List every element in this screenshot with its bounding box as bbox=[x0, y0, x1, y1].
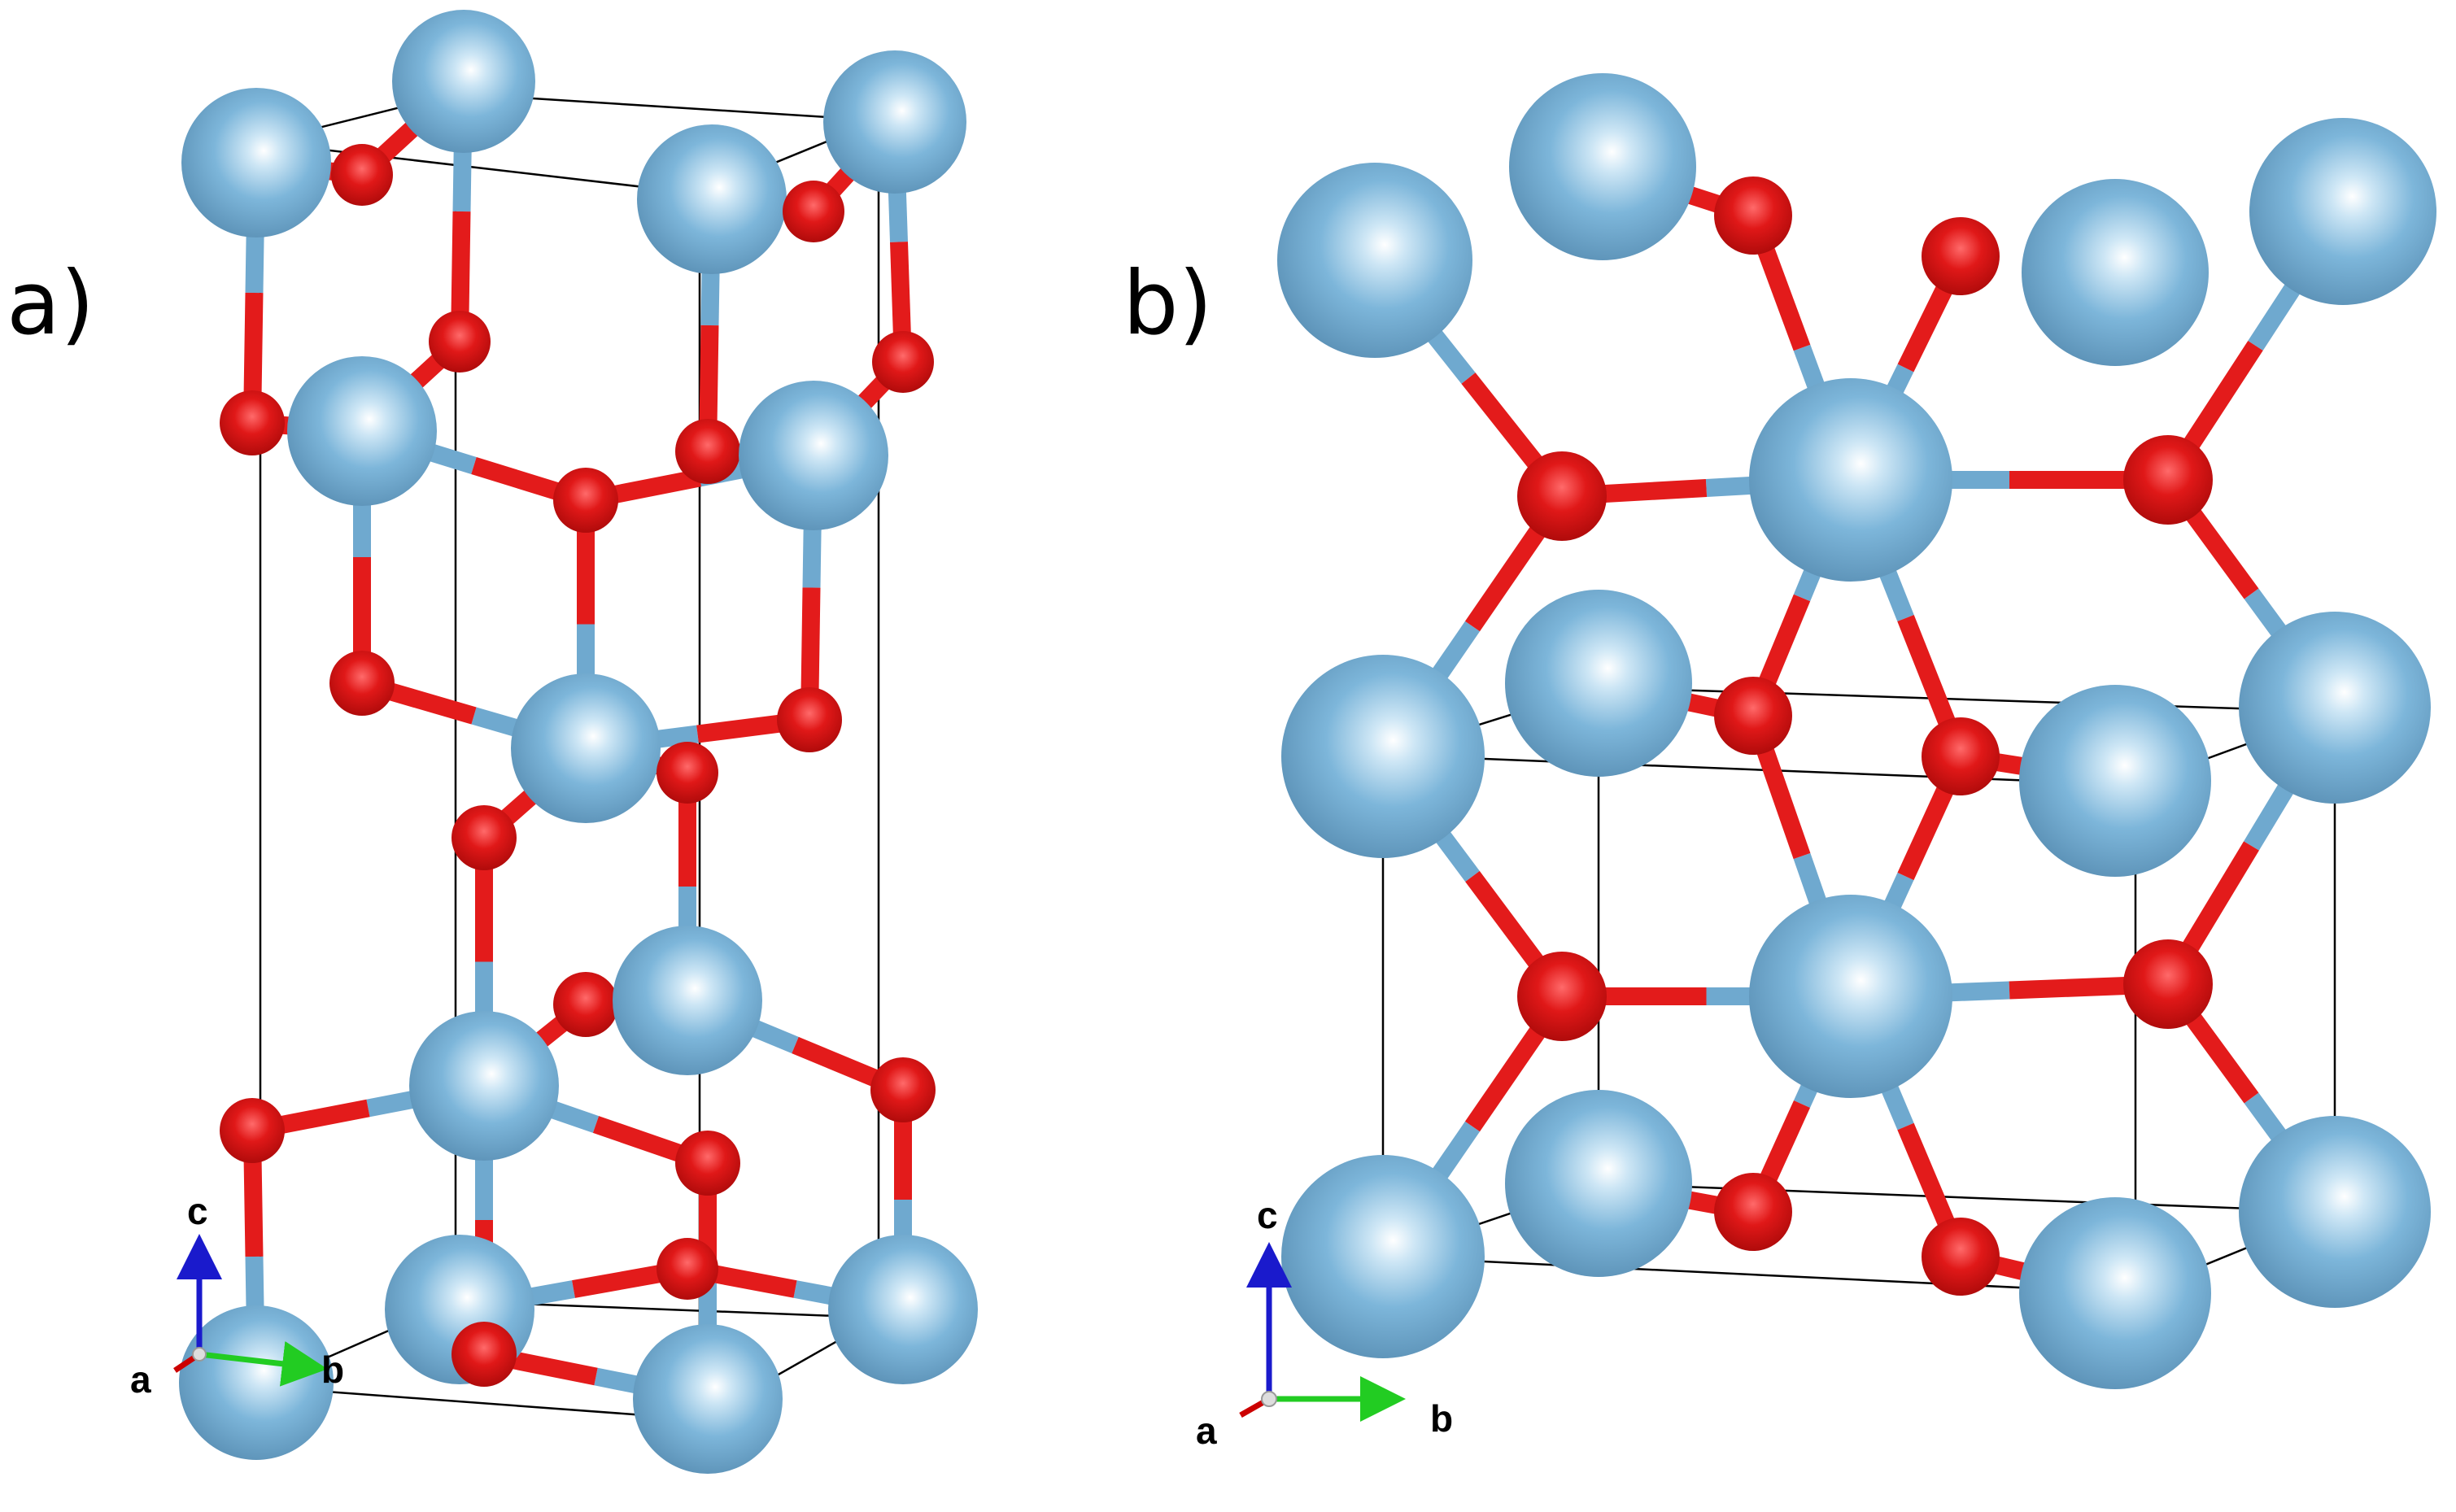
panel-a-metal-atom bbox=[823, 50, 966, 194]
panel-a-label: a) bbox=[7, 253, 94, 355]
panel-a-metal-atom bbox=[392, 10, 535, 153]
panel-b-oxygen-atom bbox=[1922, 217, 2000, 295]
panel-b-oxygen-atom bbox=[1922, 717, 2000, 795]
panel-b-oxygen-atom bbox=[1517, 952, 1607, 1041]
panel-b-metal-atom bbox=[1281, 655, 1485, 858]
panel-b-oxygen-atom bbox=[2123, 939, 2213, 1029]
panel-b-axis-triad: c a b bbox=[1196, 1194, 1453, 1452]
panel-b-oxygen-atom bbox=[1517, 451, 1607, 541]
panel-b-metal-atom bbox=[2239, 612, 2431, 804]
panel-b-metal-atom bbox=[1505, 1090, 1692, 1277]
panel-b-metal-atom bbox=[1509, 73, 1696, 260]
panel-a-axis-c-label: c bbox=[187, 1190, 208, 1232]
panel-a-axis-b-label: b bbox=[321, 1349, 344, 1391]
panel-a-oxygen-atom bbox=[331, 144, 393, 206]
panel-a-oxygen-atom bbox=[452, 805, 517, 870]
panel-b-atoms bbox=[1277, 73, 2436, 1389]
panel-a-oxygen-atom bbox=[452, 1322, 517, 1387]
panel-b-metal-atom bbox=[2019, 685, 2211, 877]
panel-b-axis-c-label: c bbox=[1257, 1194, 1278, 1236]
panel-b-metal-atom bbox=[1281, 1155, 1485, 1358]
panel-b-axis-a-label: a bbox=[1196, 1410, 1217, 1452]
panel-a-oxygen-atom bbox=[657, 742, 718, 804]
panel-a-oxygen-atom bbox=[783, 181, 844, 242]
panel-a-oxygen-atom bbox=[220, 390, 285, 455]
panel-b-metal-atom bbox=[2019, 1197, 2211, 1389]
panel-a-metal-atom bbox=[633, 1324, 783, 1474]
panel-b-oxygen-atom bbox=[1922, 1218, 2000, 1296]
panel-a-oxygen-atom bbox=[777, 687, 842, 752]
panel-b-metal-atom bbox=[2022, 179, 2209, 366]
panel-b-oxygen-atom bbox=[1714, 176, 1792, 255]
panel-a-oxygen-atom bbox=[872, 331, 934, 393]
panel-b-label: b) bbox=[1123, 253, 1213, 355]
panel-a-axis-triad: c a b bbox=[130, 1190, 344, 1401]
panel-a-oxygen-atom bbox=[329, 651, 395, 716]
panel-b-oxygen-atom bbox=[1714, 1173, 1792, 1251]
panel-a-metal-atom bbox=[181, 88, 331, 237]
panel-a-axis-a-label: a bbox=[130, 1358, 151, 1401]
panel-a-metal-atom bbox=[511, 673, 661, 823]
panel-a-metal-atom bbox=[739, 381, 888, 530]
panel-b-oxygen-atom bbox=[2123, 435, 2213, 525]
panel-b-axis-b-label: b bbox=[1430, 1397, 1453, 1440]
panel-a-oxygen-atom bbox=[657, 1238, 718, 1300]
panel-a-oxygen-atom bbox=[870, 1057, 936, 1122]
panel-b-metal-atom bbox=[2249, 118, 2436, 305]
panel-a-metal-atom bbox=[409, 1011, 559, 1161]
panel-b-metal-atom bbox=[2239, 1116, 2431, 1308]
panel-b-metal-atom bbox=[1505, 590, 1692, 777]
panel-a-oxygen-atom bbox=[675, 1131, 740, 1196]
panel-b-metal-atom bbox=[1749, 895, 1952, 1098]
panel-a-metal-atom bbox=[637, 124, 787, 274]
panel-a-metal-atom bbox=[287, 356, 437, 506]
panel-a-metal-atom bbox=[828, 1235, 978, 1384]
panel-b-structure: b) c a b bbox=[1123, 73, 2436, 1452]
panel-a-oxygen-atom bbox=[675, 419, 740, 484]
panel-a-oxygen-atom bbox=[429, 311, 491, 373]
panel-b-oxygen-atom bbox=[1714, 677, 1792, 755]
panel-a-structure: a) c a b bbox=[7, 10, 978, 1474]
panel-a-oxygen-atom bbox=[220, 1098, 285, 1163]
panel-a-oxygen-atom bbox=[553, 468, 618, 533]
panel-a-metal-atom bbox=[613, 926, 762, 1075]
panel-b-metal-atom bbox=[1749, 378, 1952, 582]
panel-a-oxygen-atom bbox=[553, 972, 618, 1037]
panel-a-atoms bbox=[179, 10, 978, 1474]
panel-b-metal-atom bbox=[1277, 163, 1472, 358]
